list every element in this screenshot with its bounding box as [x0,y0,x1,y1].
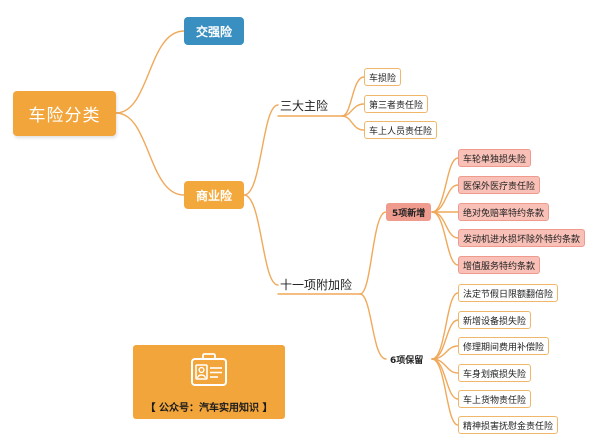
link-sanda-leaf-3 [341,115,365,131]
new-leaf-5: 增值服务特约条款 [458,256,541,274]
sanda-leaf-3: 车上人员责任险 [364,121,438,139]
new-leaf-2: 医保外医疗责任险 [458,176,541,194]
link-new-1 [431,157,459,213]
link-shangye-sanda [243,104,279,196]
jiaoqiang-node: 交强险 [184,17,244,45]
link-sanda-leaf-1 [341,76,365,117]
new-leaf-4: 发动机进水损坏除外特约条款 [458,229,586,247]
link-kept-2 [431,319,459,360]
link-kept-1 [431,292,459,360]
link-shangye-shiyi [243,194,279,286]
new-leaf-3: 绝对免赔率特约条款 [458,203,550,221]
kept-group-node: 6项保留 [390,355,424,366]
sanda-node: 三大主险 [280,98,329,113]
sanda-leaf-1: 车损险 [364,68,402,86]
link-new-5 [431,211,459,266]
kept-leaf-2: 新增设备损失险 [458,311,532,329]
link-root-shangye [115,112,185,196]
shangye-node: 商业险 [184,181,244,209]
new-leaf-1: 车轮单独损失险 [458,149,532,167]
kept-leaf-4: 车身划痕损失险 [458,364,532,382]
kept-leaf-6: 精神损害抚慰金责任险 [458,416,559,434]
new-group-node: 5项新增 [386,203,432,221]
kept-leaf-5: 车上货物责任险 [458,390,532,408]
link-new-2 [431,184,459,213]
kept-leaf-3: 修理期间费用补偿险 [458,337,550,355]
link-kept-6 [431,358,459,426]
link-shiyi-kept [359,293,387,360]
kept-leaf-1: 法定节假日限额翻倍险 [458,284,559,302]
sanda-leaf-2: 第三者责任险 [364,95,429,113]
link-shiyi-new [359,211,387,295]
shiyi-node: 十一项附加险 [280,277,353,292]
public-account-card: 【 公众号：汽车实用知识 】 [133,345,285,419]
root-node: 车险分类 [13,91,116,136]
public-account-text: 【 公众号：汽车实用知识 】 [145,403,273,414]
id-card-icon [189,353,229,393]
link-root-jiaoqiang [115,30,185,114]
